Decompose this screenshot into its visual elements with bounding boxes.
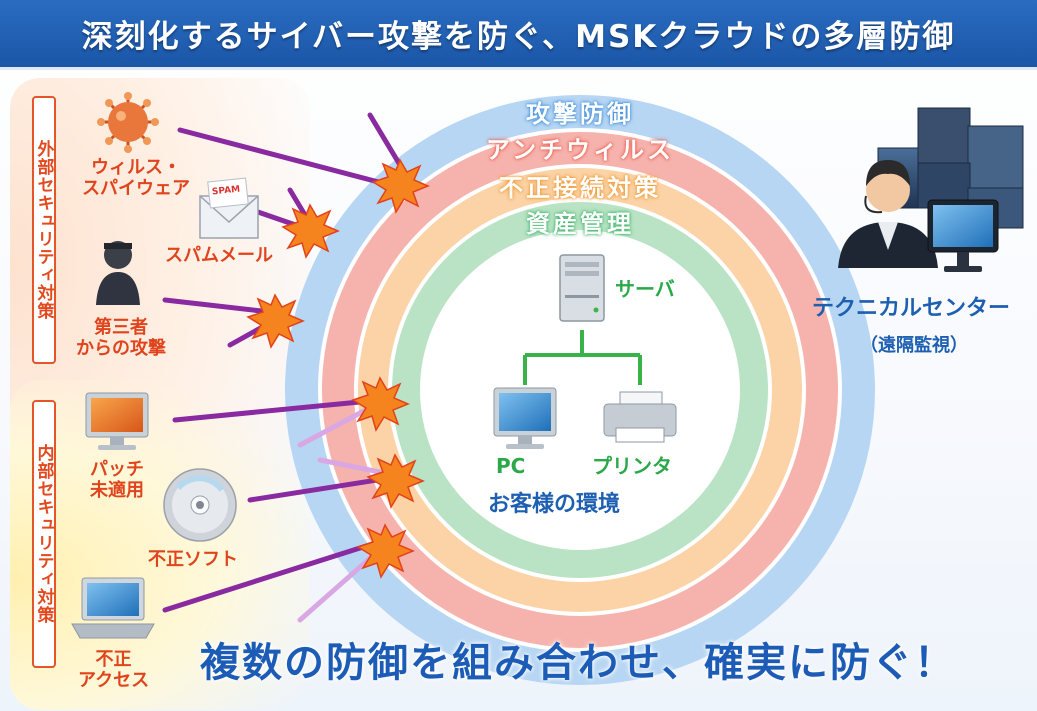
external-security-label: 外部セキュリティ対策 bbox=[33, 140, 54, 320]
customer-environment-label: お客様の環境 bbox=[488, 492, 621, 517]
attack-lines bbox=[162, 112, 403, 613]
internal-zone-background bbox=[10, 380, 310, 710]
layer-asset-management-label: 資産管理 bbox=[526, 210, 634, 238]
attacker-icon bbox=[96, 241, 140, 305]
internal-security-label: 内部セキュリティ対策 bbox=[33, 444, 54, 624]
title-bar: 深刻化するサイバー攻撃を防ぐ、MSKクラウドの多層防御 bbox=[0, 0, 1037, 70]
printer-icon bbox=[603, 391, 677, 443]
layer-illegal-connection-label: 不正接続対策 bbox=[499, 174, 661, 202]
laptop-icon bbox=[71, 577, 155, 639]
operator-icon bbox=[838, 160, 938, 268]
internal-security-label-box: 内部セキュリティ対策 bbox=[32, 400, 56, 668]
slogan: 複数の防御を組み合わせ、確実に防ぐ！ bbox=[200, 640, 956, 686]
external-security-label-box: 外部セキュリティ対策 bbox=[32, 96, 56, 364]
pc-label: PC bbox=[496, 454, 526, 478]
defense-rings bbox=[285, 95, 875, 685]
threat-third-party-label: 第三者 からの攻撃 bbox=[76, 317, 166, 359]
technical-center-sub-label: （遠隔監視） bbox=[860, 335, 968, 356]
patch-pc-icon bbox=[85, 392, 149, 450]
impact-burst bbox=[356, 523, 415, 579]
threat-illegal-soft-label: 不正ソフト bbox=[148, 549, 238, 570]
printer-label: プリンタ bbox=[592, 454, 672, 478]
pc-icon bbox=[493, 387, 557, 449]
desktop-monitor-icon bbox=[927, 199, 999, 272]
threat-illegal-access-label: 不正 アクセス bbox=[78, 649, 150, 691]
spam-mail-icon bbox=[199, 177, 259, 239]
network-lines bbox=[523, 330, 642, 385]
cd-icon bbox=[163, 468, 237, 542]
layer-attack-defense-label: 攻撃防御 bbox=[526, 100, 634, 128]
threat-virus-label: ウィルス・ スパイウェア bbox=[82, 157, 190, 199]
impact-burst bbox=[371, 158, 430, 214]
threat-patch-label: パッチ 未適用 bbox=[90, 459, 144, 501]
virus-icon bbox=[97, 92, 159, 153]
server-icon bbox=[559, 254, 605, 322]
impact-burst bbox=[246, 293, 305, 349]
layer-antivirus-label: アンチウィルス bbox=[485, 136, 675, 164]
technical-center-label: テクニカルセンター bbox=[812, 296, 1011, 321]
threat-spam-label: スパムメール bbox=[165, 245, 273, 266]
impact-burst bbox=[351, 376, 410, 432]
impact-burst bbox=[281, 203, 340, 259]
page-title: 深刻化するサイバー攻撃を防ぐ、MSKクラウドの多層防御 bbox=[81, 19, 956, 55]
impact-burst bbox=[366, 453, 425, 509]
impact-bursts bbox=[246, 158, 430, 579]
server-label: サーバ bbox=[615, 277, 675, 301]
